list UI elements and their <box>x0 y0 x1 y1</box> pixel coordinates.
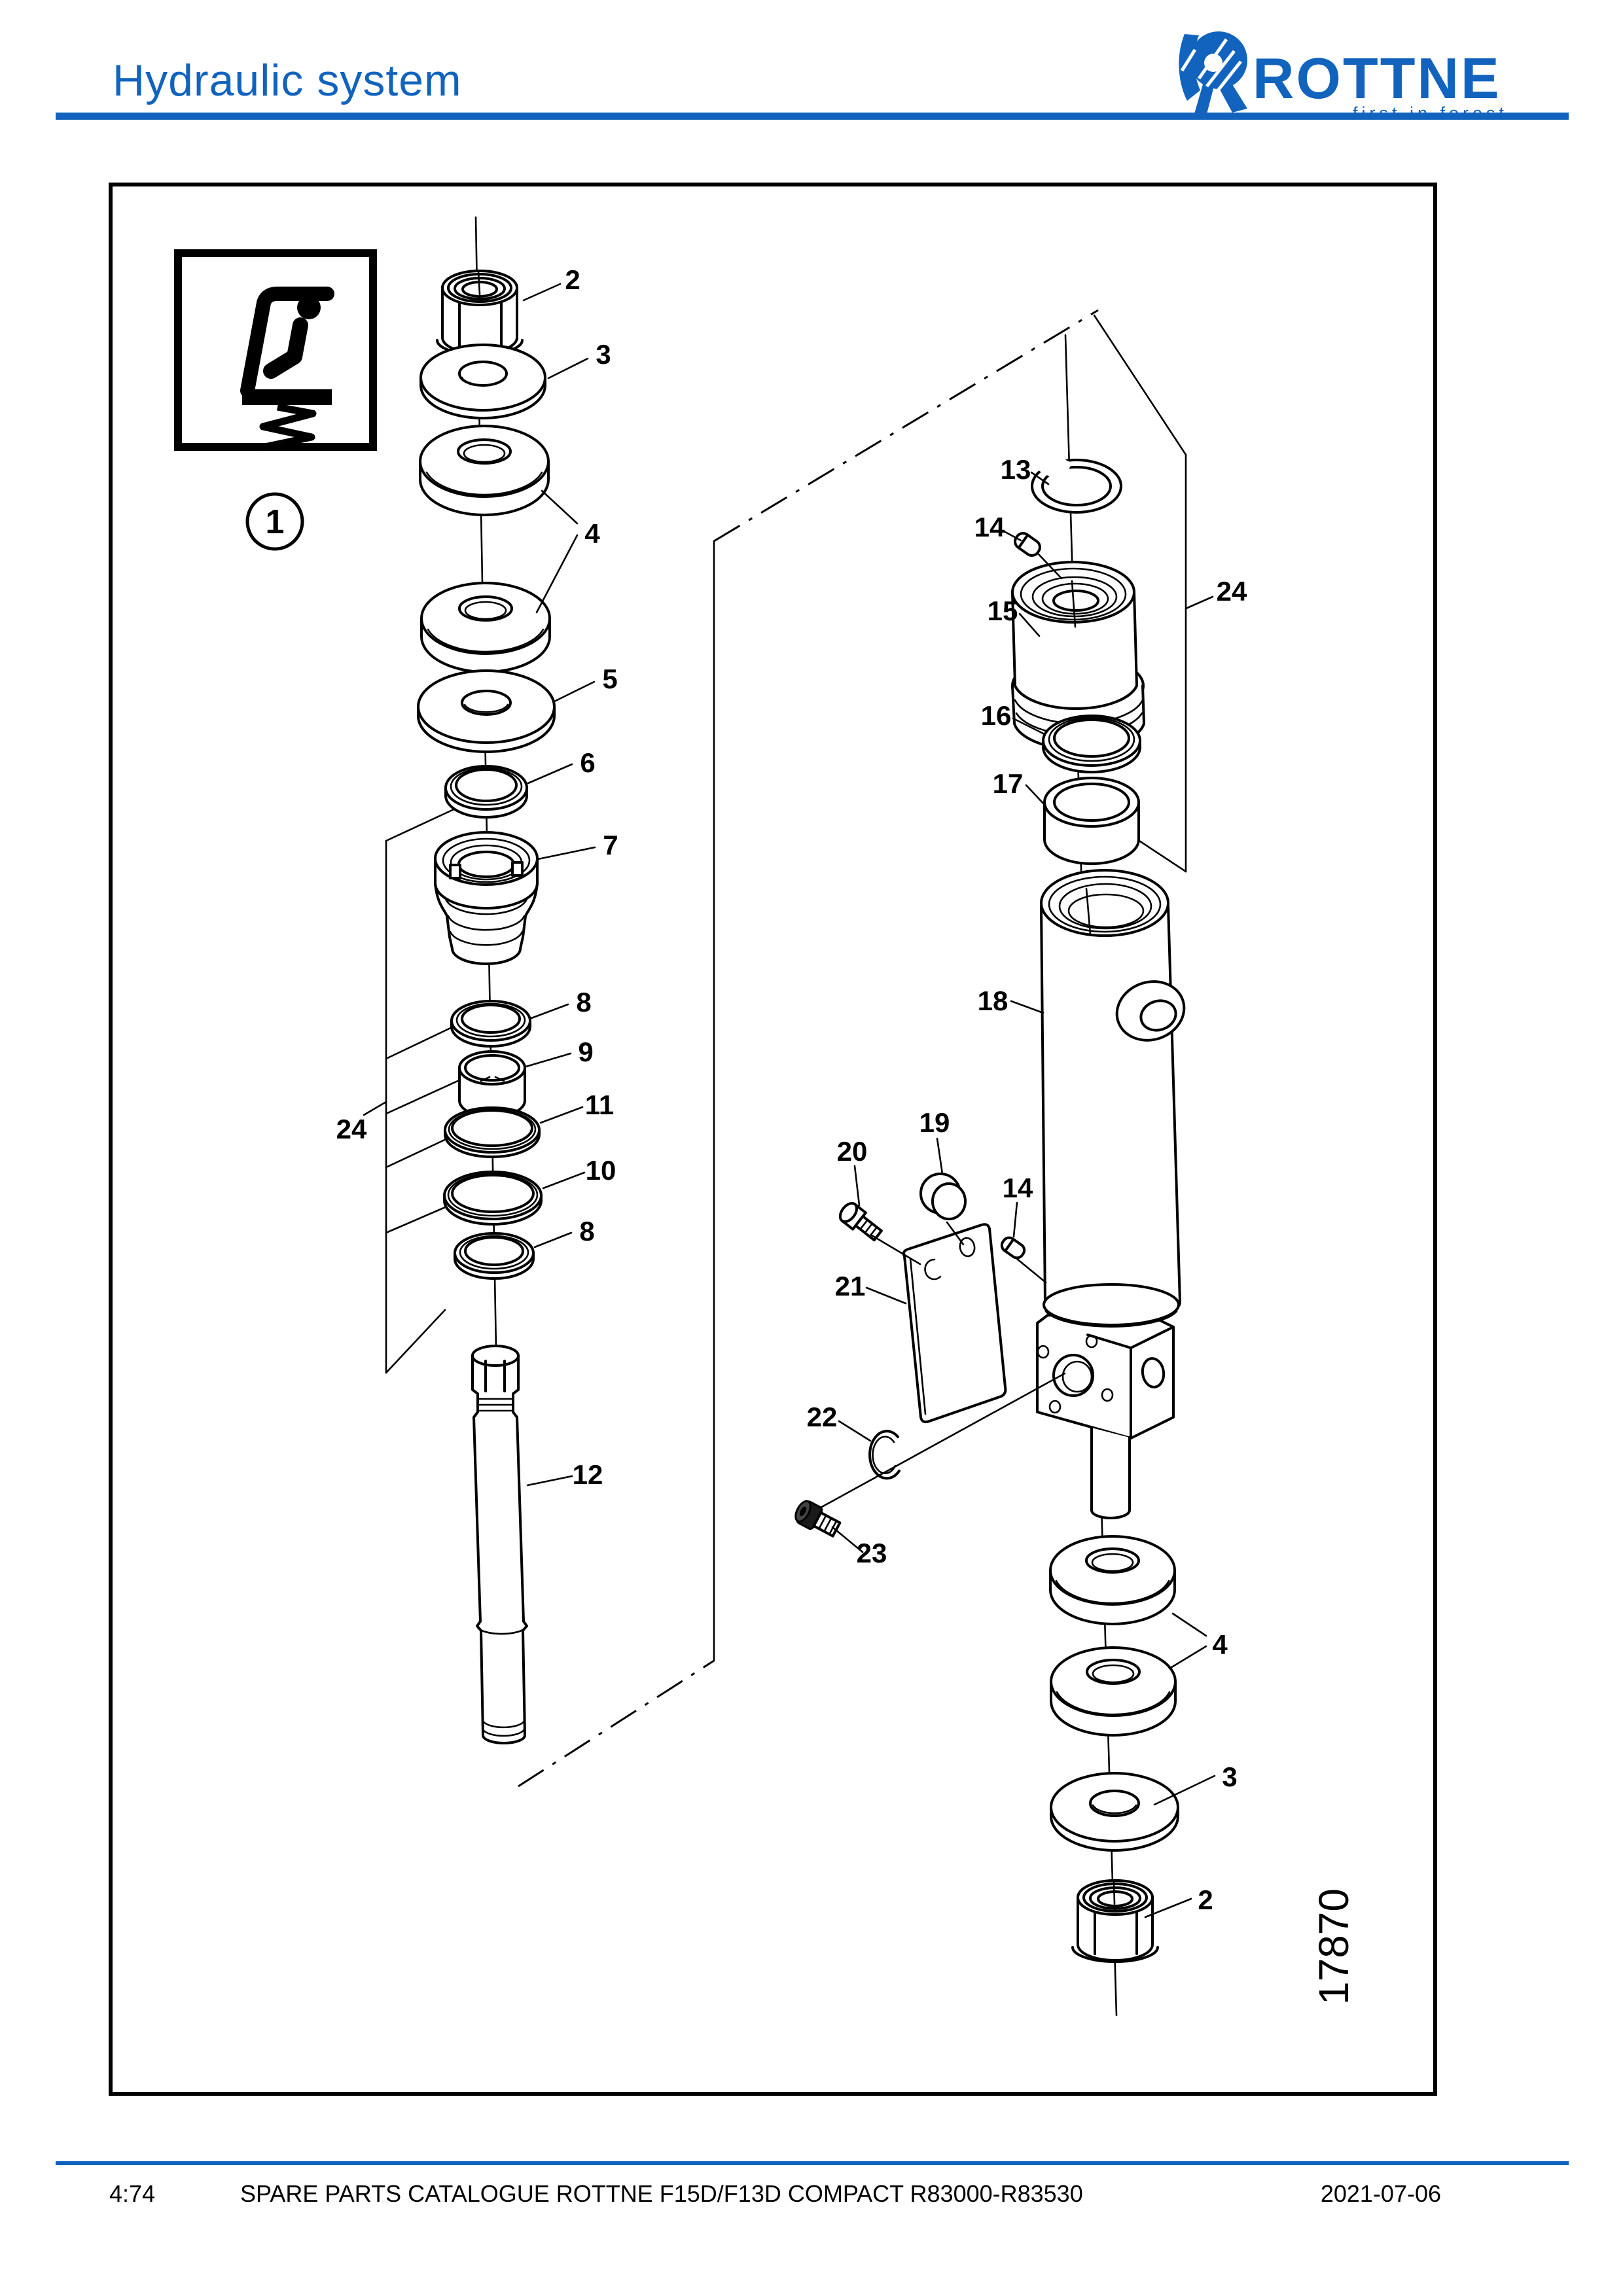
callout-gland-nut: 7 <box>603 830 618 860</box>
callout-pin-upper: 14 <box>974 512 1005 542</box>
brand-logo: ROTTNE first in forest <box>1179 31 1508 123</box>
footer-catalogue-title: SPARE PARTS CATALOGUE ROTTNE F15D/F13D C… <box>240 2180 1083 2207</box>
header-rule <box>56 113 1569 120</box>
part-pin-upper <box>1014 532 1041 557</box>
seal-kit-bracket-left <box>363 805 462 1374</box>
brand-name: ROTTNE <box>1253 46 1501 111</box>
part-washer-large <box>417 669 556 753</box>
callout-nut-top: 2 <box>565 264 580 295</box>
rottne-emblem-icon <box>1179 31 1247 114</box>
page-title: Hydraulic system <box>113 56 462 105</box>
part-pin-lower <box>1000 1236 1026 1260</box>
part-seal-ring <box>444 765 528 819</box>
part-screw-small <box>838 1202 883 1242</box>
part-washer-top <box>419 344 546 419</box>
construction-lines <box>518 309 1187 1788</box>
callout-plug: 19 <box>919 1107 950 1138</box>
callout-bracket-plate: 21 <box>835 1271 866 1301</box>
part-bracket-plate <box>902 1223 1007 1424</box>
callout-piston-rod: 12 <box>573 1459 603 1490</box>
figure-number: 17870 <box>1310 1888 1357 2005</box>
assembly-ref-badge: 1 <box>245 492 304 551</box>
part-nut-bottom <box>1071 1879 1159 1963</box>
plane-bottom-dashdot <box>518 1659 715 1788</box>
part-buffer-right-2 <box>1050 1646 1177 1737</box>
part-plug <box>919 1173 967 1220</box>
part-backup-ring-upper <box>450 1000 531 1048</box>
callout-piston-seal: 16 <box>981 700 1012 731</box>
footer-date: 2021-07-06 <box>1320 2180 1441 2207</box>
callout-o-ring-large: 11 <box>585 1089 614 1120</box>
callout-washer-top: 3 <box>596 339 611 370</box>
callout-washer-large: 5 <box>602 663 617 694</box>
assembly-ref-number: 1 <box>266 503 285 541</box>
part-cylinder-block <box>1036 1283 1180 1519</box>
part-piston <box>1011 561 1145 751</box>
seat-suspension-icon <box>174 249 377 451</box>
part-circlip <box>1031 447 1122 514</box>
part-washer-bottom <box>1050 1772 1179 1852</box>
callout-piston: 15 <box>988 595 1018 626</box>
insertion-lines <box>819 552 1066 1509</box>
brand-tagline: first in forest <box>1353 103 1508 123</box>
callout-lock-ring: 22 <box>807 1402 838 1432</box>
callout-seal-kit-left: 24 <box>336 1114 367 1144</box>
part-backup-ring-lower <box>454 1232 535 1280</box>
callout-circlip: 13 <box>1001 454 1031 485</box>
callout-screw-small: 20 <box>837 1136 868 1167</box>
footer-page-number: 4:74 <box>109 2180 156 2207</box>
callout-bearing-ring: 17 <box>993 768 1024 799</box>
callout-seal-ring: 6 <box>580 747 595 778</box>
diagram-frame <box>109 183 1437 2096</box>
callout-pin-lower: 14 <box>1003 1173 1033 1203</box>
callout-washer-bottom: 3 <box>1222 1761 1237 1792</box>
callout-seal-kit-right: 24 <box>1217 576 1247 607</box>
callout-labels: 2 3 4 5 6 7 8 9 11 10 8 24 12 13 14 15 2… <box>336 264 1247 1915</box>
callout-support-ring: 10 <box>586 1155 616 1186</box>
part-socket-screw <box>794 1500 842 1538</box>
callout-buffers-right: 4 <box>1212 1629 1228 1660</box>
part-lock-ring <box>868 1430 901 1480</box>
part-bearing-ring <box>1043 777 1140 865</box>
part-o-ring-large <box>444 1106 541 1158</box>
callout-cylinder-tube: 18 <box>978 985 1008 1016</box>
footer-rule <box>56 2161 1569 2165</box>
part-gland-nut <box>434 831 539 965</box>
callout-leaders <box>522 283 1216 1918</box>
part-cylinder-tube <box>1040 869 1186 1324</box>
part-piston-seal <box>1042 715 1141 773</box>
plane-right-edge <box>1093 314 1187 456</box>
callout-guide-ring: 9 <box>578 1036 593 1067</box>
callout-nut-bottom: 2 <box>1198 1884 1213 1915</box>
part-buffer-left-1 <box>419 425 550 516</box>
part-support-ring <box>443 1171 543 1226</box>
callout-socket-screw: 23 <box>857 1538 887 1568</box>
plane-top-dashdot <box>713 309 1099 542</box>
part-nut-top <box>436 270 524 356</box>
callout-buffers-left: 4 <box>584 518 600 549</box>
callout-backup-ring-lower: 8 <box>579 1216 594 1246</box>
part-piston-rod <box>471 1345 528 1744</box>
centerlines <box>474 216 1118 2017</box>
part-buffer-left-2 <box>420 582 551 673</box>
callout-backup-ring-upper: 8 <box>576 987 591 1017</box>
part-buffer-right-1 <box>1049 1535 1176 1625</box>
